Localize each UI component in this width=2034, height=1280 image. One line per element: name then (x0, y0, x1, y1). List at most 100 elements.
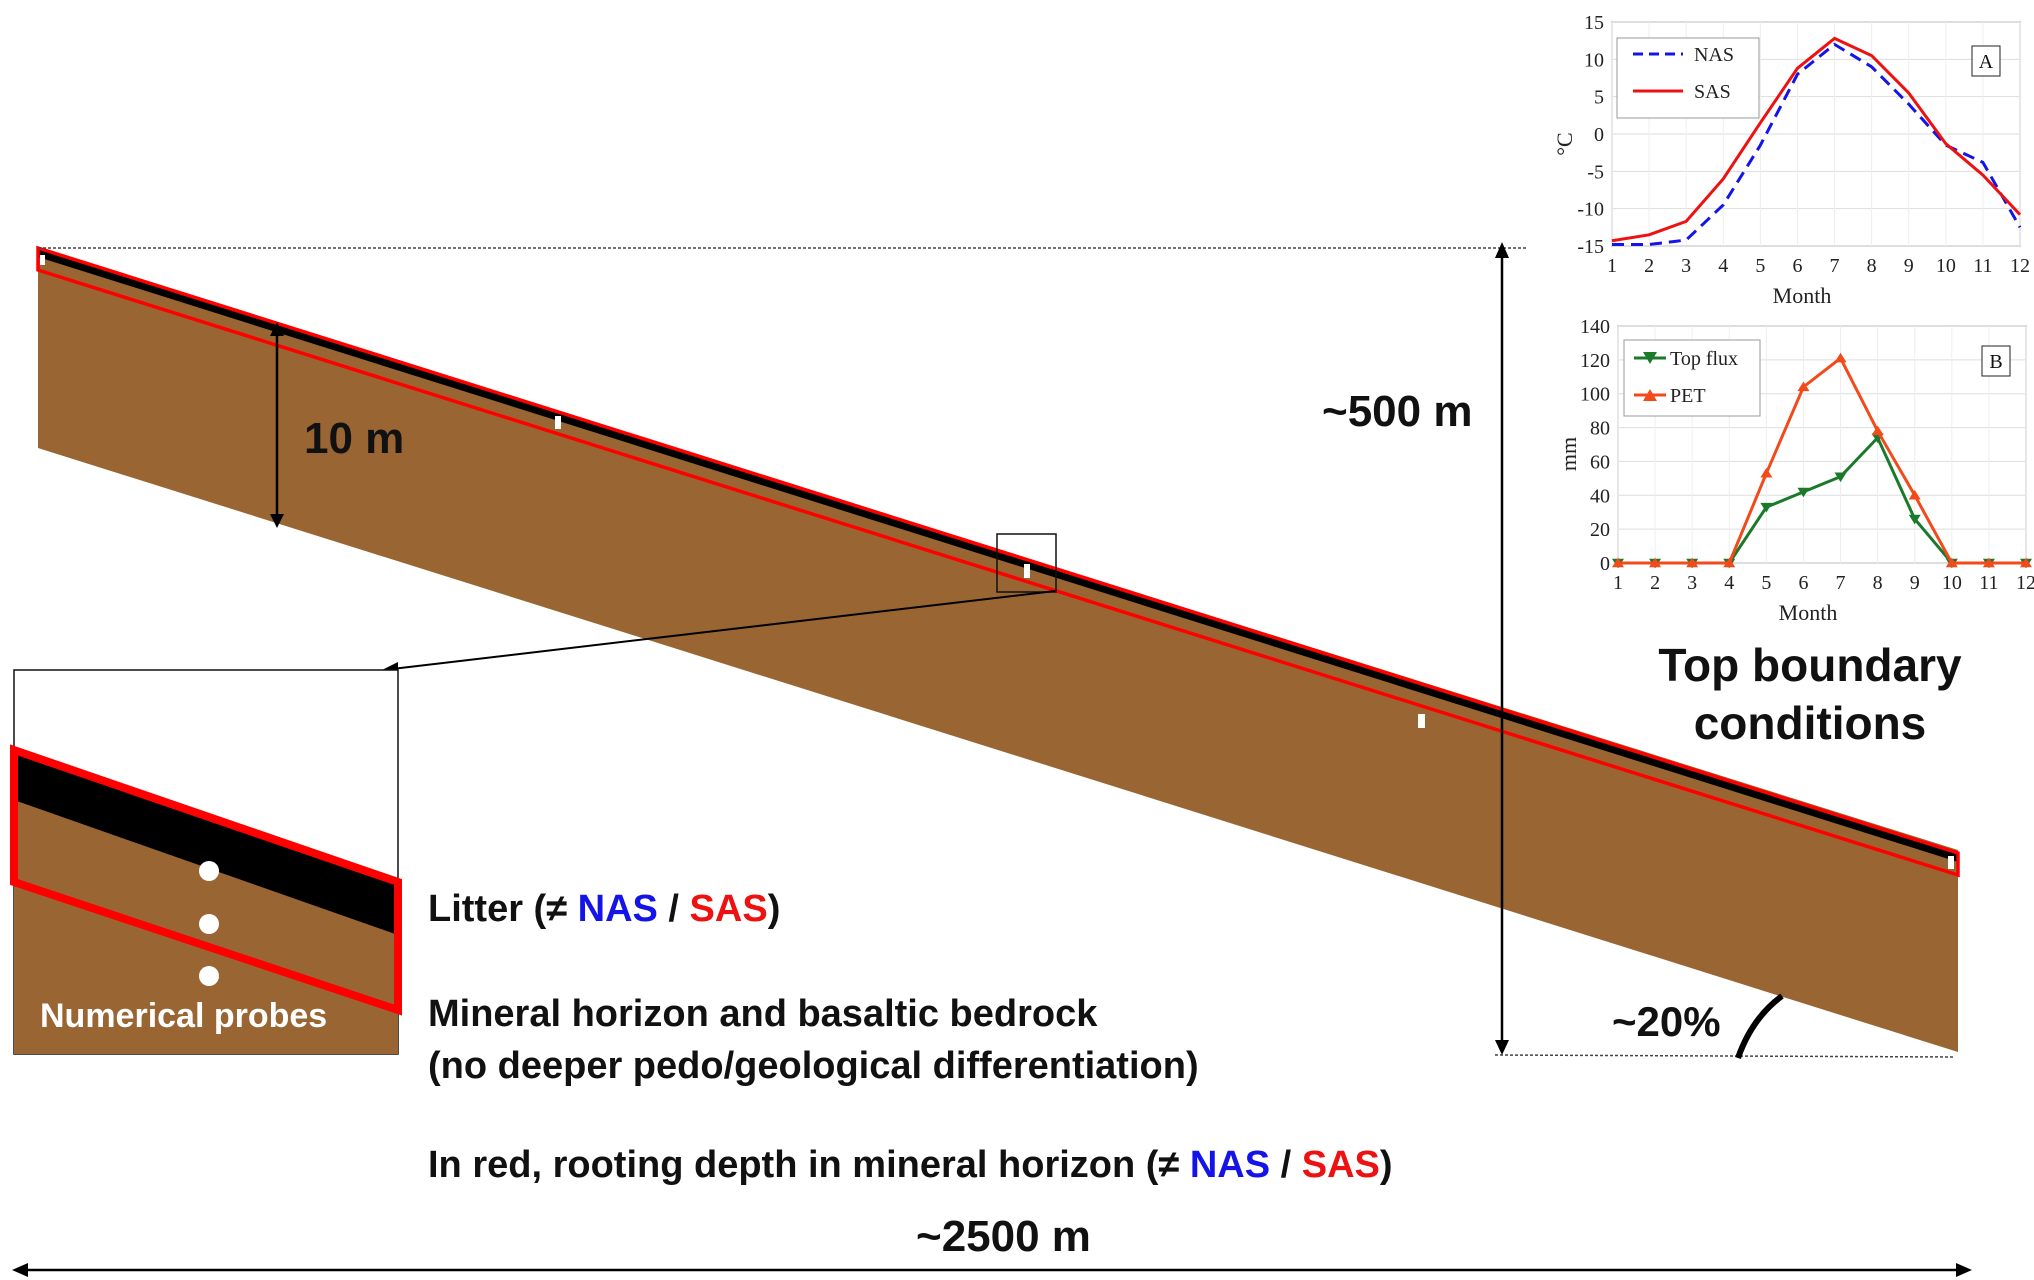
x-tick-label: 12 (2010, 255, 2030, 277)
litter-legend-prefix: Litter (≠ (428, 888, 578, 930)
x-tick-label: 8 (1873, 572, 1883, 594)
chart-b-legend: Top flux PET (1623, 339, 1761, 417)
y-tick-label: 0 (1594, 124, 1604, 146)
chart-b-legend-top-flux: Top flux (1670, 348, 1738, 370)
chart-b-xlabel: Month (1779, 600, 1838, 625)
y-tick-label: 120 (1580, 350, 1610, 372)
series-line-1 (1611, 36, 2022, 243)
x-tick-label: 5 (1761, 572, 1771, 594)
x-tick-label: 12 (2016, 572, 2034, 594)
x-tick-label: 8 (1867, 255, 1877, 277)
x-tick-label: 2 (1644, 255, 1654, 277)
x-tick-label: 9 (1904, 255, 1914, 277)
inset-rooting-outline (10, 744, 402, 1016)
x-tick-label: 5 (1755, 255, 1765, 277)
surface-probe (40, 255, 45, 265)
y-tick-label: 0 (1600, 553, 1610, 575)
litter-legend-nas: NAS (577, 888, 658, 930)
slope-label: ~20% (1612, 998, 1721, 1045)
x-tick-label: 9 (1910, 572, 1920, 594)
y-tick-label: 5 (1594, 87, 1604, 109)
numerical-probe (199, 966, 219, 986)
rooting-legend-sas: SAS (1301, 1144, 1380, 1186)
series-marker-0 (1797, 487, 1810, 498)
x-tick-label: 1 (1607, 255, 1617, 277)
rooting-legend-sep: / (1270, 1144, 1302, 1186)
x-tick-label: 3 (1687, 572, 1697, 594)
series-marker-1 (1945, 557, 1958, 568)
chart-b-legend-pet: PET (1670, 385, 1706, 407)
y-tick-label: 100 (1580, 384, 1610, 406)
x-tick-label: 10 (1936, 255, 1956, 277)
chart-b-ylabel: mm (1556, 437, 1581, 471)
series-marker-1 (1760, 467, 1773, 478)
x-tick-label: 11 (1973, 255, 1992, 277)
series-marker-1 (1908, 489, 1921, 500)
chart-a-xlabel: Month (1773, 283, 1832, 308)
y-tick-label: 20 (1590, 519, 1610, 541)
y-tick-label: 140 (1580, 316, 1610, 338)
litter-legend-sep: / (657, 888, 690, 930)
svg-text:A: A (1979, 51, 1994, 73)
x-tick-label: 4 (1718, 255, 1728, 277)
x-tick-label: 2 (1650, 572, 1660, 594)
height-label: ~500 m (1322, 387, 1473, 436)
length-label: ~2500 m (916, 1212, 1091, 1261)
series-marker-1 (1612, 557, 1624, 568)
y-tick-label: 40 (1590, 485, 1610, 507)
x-tick-label: 6 (1792, 255, 1802, 277)
height-arrow (1495, 242, 1509, 1055)
surface-probe (1418, 714, 1425, 728)
thickness-label: 10 m (304, 414, 405, 463)
thickness-arrow (270, 322, 284, 528)
numerical-probes-label: Numerical probes (40, 997, 328, 1035)
series-marker-0 (1760, 502, 1773, 513)
x-tick-label: 3 (1681, 255, 1691, 277)
y-tick-label: -15 (1577, 236, 1604, 258)
rooting-legend-close: ) (1379, 1144, 1393, 1186)
surface-probe (1024, 564, 1030, 578)
x-tick-label: 1 (1613, 572, 1623, 594)
top-boundary-title-line2: conditions (1693, 697, 1927, 749)
y-tick-label: 10 (1584, 49, 1604, 71)
series-marker-1 (1649, 557, 1662, 568)
litter-legend-text: Litter (≠ NAS / SAS) (428, 888, 780, 931)
litter-legend-close: ) (767, 888, 781, 930)
x-tick-label: 7 (1836, 572, 1846, 594)
series-marker-1 (1797, 381, 1810, 392)
svg-text:B: B (1989, 351, 2002, 373)
x-tick-label: 7 (1830, 255, 1840, 277)
x-tick-label: 6 (1798, 572, 1808, 594)
rooting-legend-nas: NAS (1189, 1144, 1271, 1186)
y-tick-label: 80 (1590, 418, 1610, 440)
surface-probe (1948, 856, 1954, 869)
series-marker-1 (1982, 557, 1995, 568)
zoom-pointer-line (391, 590, 1056, 670)
mineral-legend-line2: (no deeper pedo/geological differentiati… (428, 1045, 1199, 1087)
bottom-reference-line (1494, 1054, 1956, 1058)
series-line-1 (1618, 355, 2026, 565)
series-marker-1 (1834, 352, 1847, 363)
surface-probe (555, 416, 561, 429)
soil-body (38, 248, 1958, 1052)
chart-a-ylabel: °C (1552, 132, 1577, 155)
series-marker-0 (1834, 472, 1847, 483)
litter-legend-sas: SAS (689, 888, 768, 930)
rooting-legend-text: In red, rooting depth in mineral horizon… (428, 1144, 1393, 1187)
numerical-probe (199, 861, 219, 881)
mineral-legend-line1: Mineral horizon and basaltic bedrock (428, 993, 1098, 1035)
slope-arc (1735, 993, 1784, 1059)
y-tick-label: -5 (1587, 161, 1604, 183)
rooting-legend-prefix: In red, rooting depth in mineral horizon… (428, 1144, 1190, 1186)
chart-a-legend-nas: NAS (1694, 44, 1734, 66)
y-tick-label: 60 (1590, 451, 1610, 473)
top-boundary-title: Top boundary conditions (1640, 636, 1980, 752)
series-marker-1 (1723, 557, 1736, 568)
litter-layer (38, 248, 1958, 862)
y-tick-label: -10 (1577, 199, 1604, 221)
chart-b-panel-letter: B (1981, 345, 2011, 377)
chart-a-legend-sas: SAS (1694, 81, 1731, 103)
series-marker-1 (1686, 557, 1699, 568)
